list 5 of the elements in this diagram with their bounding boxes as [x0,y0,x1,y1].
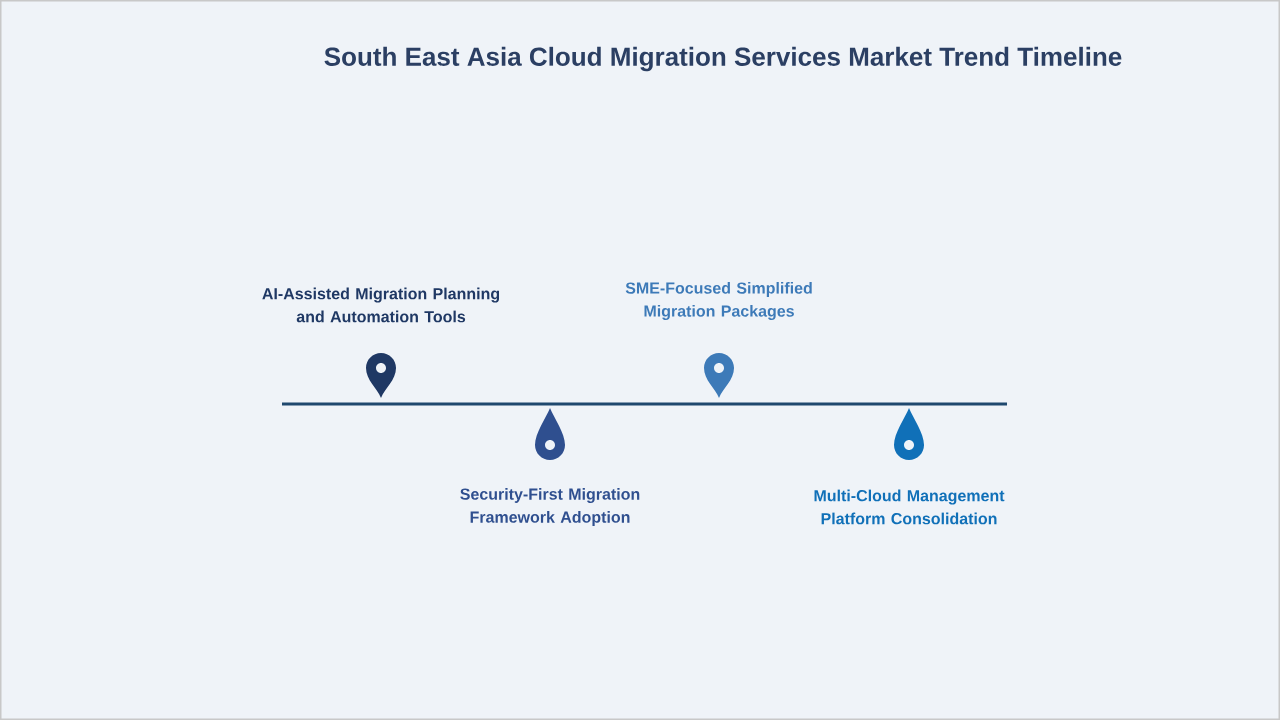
milestone-label: Security-First Migration Framework Adoption [460,488,640,526]
milestone-label: SME-Focused Simplified Migration Packages [625,282,812,320]
milestone-label: AI-Assisted Migration Planning and Automation Tools [262,287,500,323]
milestone-label: Multi-Cloud Management Platform Consolidation [814,489,1005,525]
title: South East Asia Cloud Migration Services Market Trend Timeline [324,46,1122,72]
